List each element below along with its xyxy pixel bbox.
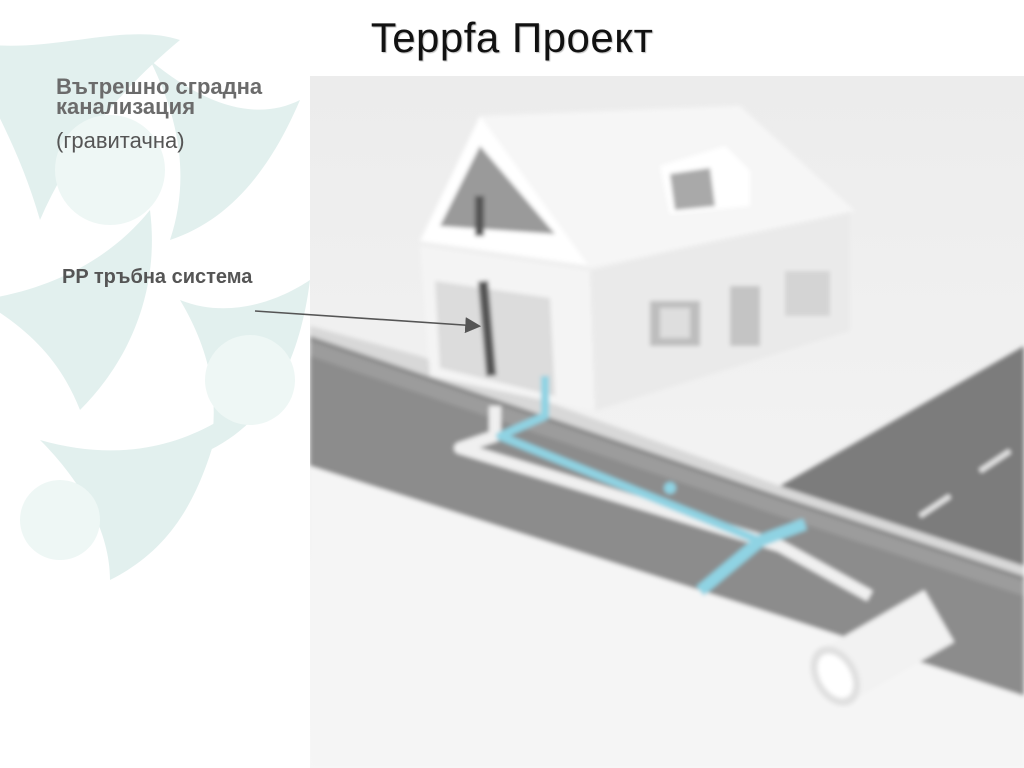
- callout-label: PP тръбна система: [62, 266, 253, 288]
- slide-title: Teppfa Проект: [370, 14, 654, 61]
- subtitle-line-3: (гравитачна): [56, 128, 185, 153]
- subtitle-line-2: канализация: [56, 94, 196, 119]
- subtitle-line-1: Вътрешно сградна: [56, 74, 263, 99]
- background-pattern: [0, 34, 310, 580]
- house-plumbing-illustration: [310, 76, 1024, 768]
- slide-subtitle: Вътрешно сградна канализация (гравитачна…: [56, 74, 336, 154]
